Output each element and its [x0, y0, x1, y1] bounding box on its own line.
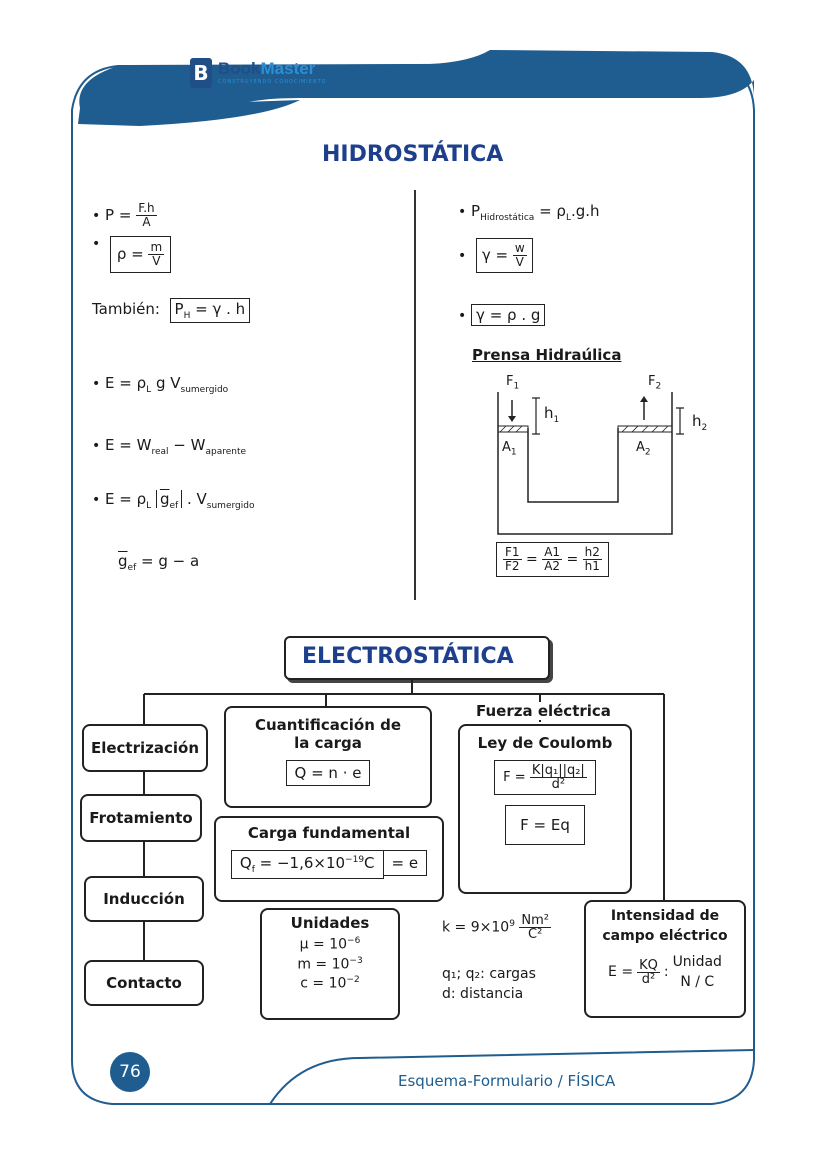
- tambien-label: También:: [92, 300, 160, 318]
- f1-label: F1: [506, 374, 520, 392]
- fuerza-title: Fuerza eléctrica: [474, 702, 613, 720]
- cuantificacion-node: Cuantificación de la carga Q = n · e: [224, 706, 432, 808]
- intensidad-title-2: campo eléctrico: [602, 928, 728, 944]
- distance-note: d: distancia: [442, 986, 524, 1002]
- unidades-title: Unidades: [290, 914, 370, 932]
- cuant-equation: Q = n · e: [285, 760, 371, 786]
- hydraulic-press-diagram: [497, 392, 684, 535]
- a2-label: A2: [636, 440, 651, 458]
- charges-note: q₁; q₂: cargas: [442, 966, 536, 982]
- unidad-value: N / C: [680, 974, 715, 990]
- carga-title: Carga fundamental: [247, 824, 411, 842]
- f2-label: F2: [648, 374, 662, 392]
- hidro-title: HIDROSTÁTICA: [322, 142, 504, 167]
- field-force-equation: F = Eq: [505, 805, 585, 845]
- brand-name-b: Master: [260, 59, 316, 78]
- unit-mili: m = 10−3: [297, 955, 363, 973]
- buoyancy-formula-3: • E = ρL gef . Vsumergido: [92, 490, 255, 511]
- unit-centi: c = 10−2: [300, 975, 360, 992]
- electro-title: ELECTROSTÁTICA: [302, 644, 514, 669]
- prensa-title: Prensa Hidraúlica: [472, 346, 622, 364]
- carga-equation: Qf = −1,6×10−19C= e: [216, 850, 442, 879]
- unit-micro: μ = 10−6: [299, 936, 361, 953]
- electro-title-box: [284, 636, 550, 680]
- induccion-node: Inducción: [84, 876, 204, 922]
- electrizacion-node: Electrización: [82, 724, 208, 772]
- cuant-title-1: Cuantificación de: [254, 716, 402, 734]
- buoyancy-formula-2: • E = Wreal − Waparente: [92, 436, 247, 457]
- cuant-title-2: la carga: [294, 734, 362, 752]
- coulomb-title: Ley de Coulomb: [477, 734, 613, 752]
- contacto-node: Contacto: [84, 960, 204, 1006]
- unidades-node: Unidades μ = 10−6 m = 10−3 c = 10−2: [260, 908, 400, 1020]
- brand-logo: B BookMaster CONSTRUYENDO CONOCIMIENTO: [190, 58, 327, 88]
- brand-tagline: CONSTRUYENDO CONOCIMIENTO: [218, 79, 327, 85]
- book-icon: B: [190, 58, 212, 88]
- carga-fundamental-node: Carga fundamental Qf = −1,6×10−19C= e: [214, 816, 444, 902]
- footer-text: Esquema-Formulario / FÍSICA: [398, 1072, 616, 1090]
- specific-weight-2: • γ = ρ . g: [458, 304, 546, 326]
- intensidad-title-1: Intensidad de: [610, 908, 720, 924]
- brand-name-a: Book: [218, 59, 261, 78]
- column-divider: [414, 190, 416, 600]
- hydrostatic-pressure: • PHidrostática = ρL.g.h: [458, 202, 600, 223]
- tambien-formula: También: PH = γ . h: [92, 298, 251, 323]
- effective-gravity: gef = g − a: [118, 552, 200, 573]
- frotamiento-node: Frotamiento: [80, 794, 202, 842]
- h1-label: h1: [544, 404, 560, 425]
- h2-label: h2: [692, 412, 708, 433]
- page-number: 76: [110, 1052, 150, 1092]
- unidad-label: Unidad: [672, 954, 722, 970]
- buoyancy-formula-1: • E = ρL g Vsumergido: [92, 374, 229, 395]
- coulomb-equation: F = K|q₁||q₂|d²: [494, 760, 596, 795]
- a1-label: A1: [502, 440, 517, 458]
- coulomb-node: Ley de Coulomb F = K|q₁||q₂|d² F = Eq: [458, 724, 632, 894]
